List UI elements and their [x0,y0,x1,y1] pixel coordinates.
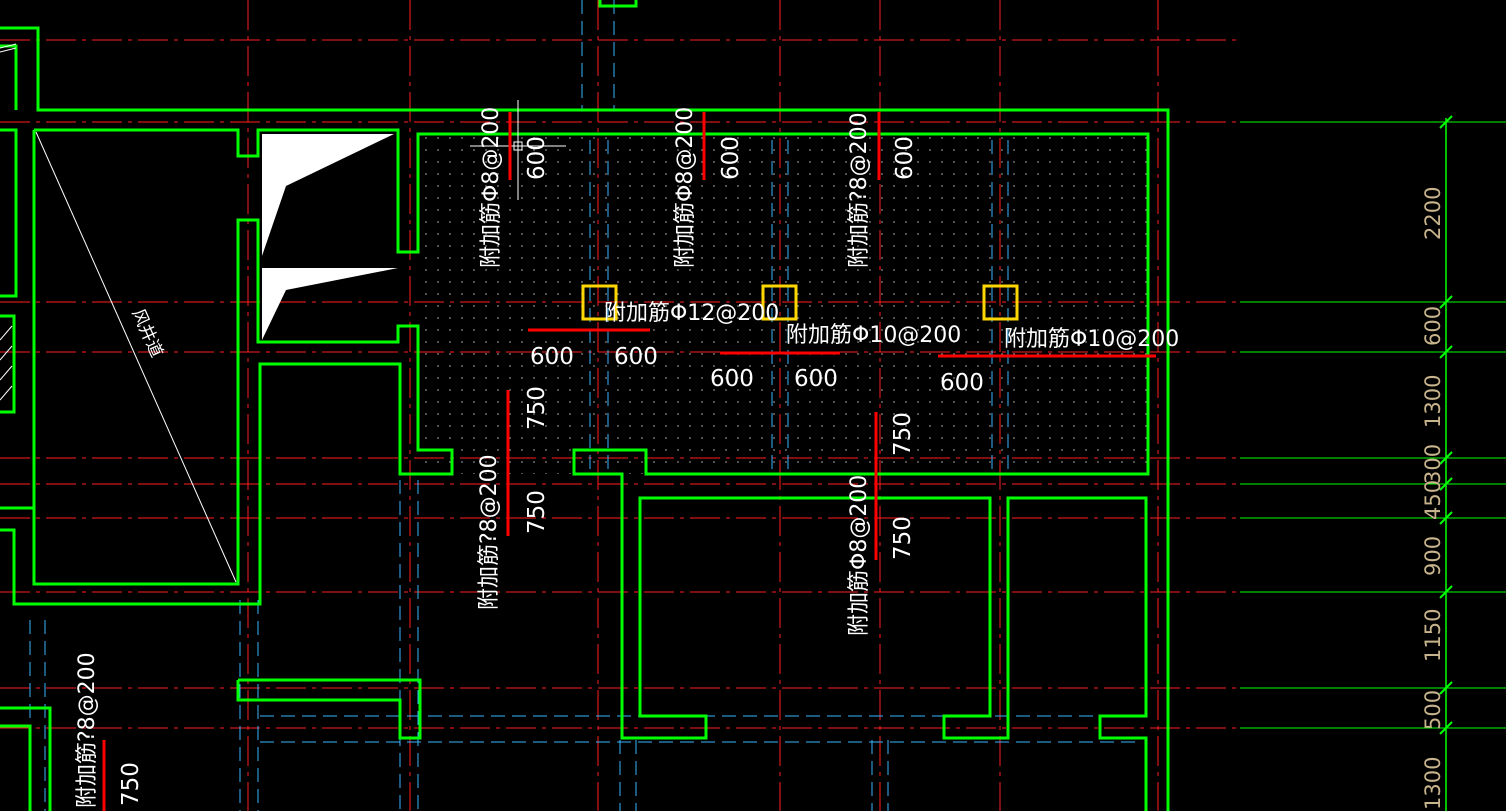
rebar-label-v2: 附加筋Φ8@200 [673,107,698,268]
dim-750-v4: 750 [890,516,916,560]
right-dim-2: 1300 [1421,375,1445,428]
right-dim-8: 1300 [1421,757,1445,810]
rebar-label-v5: 附加筋Φ8@200 [847,475,872,636]
dim-750-v1: 750 [524,386,550,430]
dim-600-v2: 600 [718,136,744,180]
stair-wedge-lower [262,268,398,340]
right-dim-6: 1150 [1421,609,1445,662]
dim-600-h1: 600 [530,344,574,370]
column-3 [982,284,1019,321]
dim-750-v2: 750 [524,490,550,534]
rebar-label-v1: 附加筋Φ8@200 [479,107,504,268]
columns [581,284,1019,321]
dim-600-h3: 600 [710,366,754,392]
dim-600-h2: 600 [614,344,658,370]
right-dim-5: 900 [1421,536,1445,576]
dim-750-v5: 750 [118,762,144,806]
rebar-label-v6: 附加筋?8@200 [75,652,100,808]
rebar-label-v3: 附加筋?8@200 [847,112,872,268]
right-dim-3: 300 [1421,444,1445,484]
crosshair-cursor [470,100,566,200]
slab-hatch [420,134,1148,474]
shaft-diagonal [35,131,237,583]
rebar-label-h3: 附加筋Φ10@200 [1004,327,1179,352]
column-1 [581,284,618,321]
rebar-label-h1: 附加筋Φ12@200 [604,301,779,326]
right-dim-1: 600 [1421,306,1445,346]
dim-600-h4: 600 [794,366,838,392]
right-dimension-chain: 2200 600 1300 300 450 900 1150 500 1300 [1240,115,1506,811]
right-dim-7: 500 [1421,690,1445,730]
dim-600-v1: 600 [524,136,550,180]
rebar-bars [102,112,1156,811]
dim-750-v3: 750 [890,412,916,456]
right-dim-4: 450 [1421,480,1445,520]
rebar-label-h2: 附加筋Φ10@200 [786,323,961,348]
rebar-label-v4: 附加筋?8@200 [477,454,502,610]
shaft-label: 风井道 [127,306,166,361]
hatch-marks [0,43,17,401]
dim-600-v3: 600 [892,136,918,180]
stair-wedge-upper [262,134,394,256]
walls [0,0,1170,811]
dim-600-h5: 600 [940,370,984,396]
right-dim-0: 2200 [1421,187,1445,240]
column-2 [761,284,798,321]
